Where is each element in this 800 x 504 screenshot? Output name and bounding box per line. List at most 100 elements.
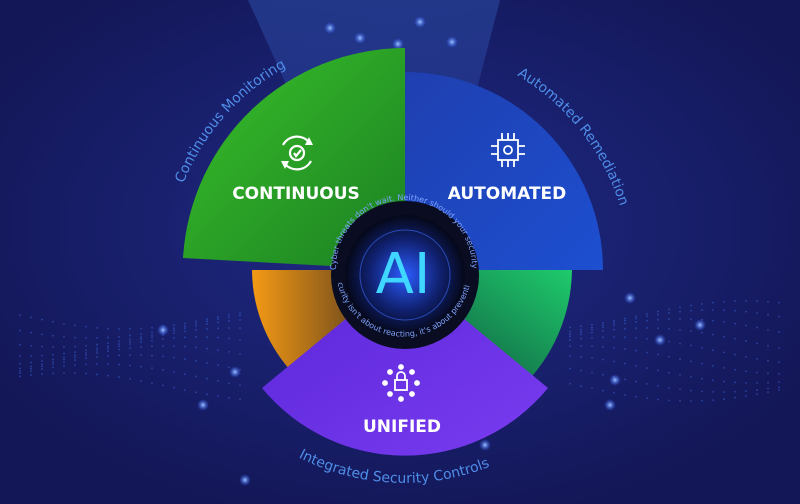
wave-dot [569, 354, 571, 357]
wave-dot [74, 354, 76, 357]
wave-dot [19, 355, 21, 357]
wave-dot [30, 331, 32, 334]
wave-dot [569, 382, 571, 385]
wave-dot [162, 355, 164, 358]
wave-dot [723, 380, 725, 383]
wave-dot [646, 327, 648, 329]
wave-dot [745, 395, 747, 398]
wave-dot [41, 365, 43, 368]
wave-dot [206, 328, 208, 330]
wave-dot [107, 350, 109, 352]
wave-dot [63, 358, 65, 361]
ai-hub-ring [359, 229, 451, 321]
wave-dot [195, 320, 197, 323]
wave-dot [602, 324, 604, 327]
wave-dot [151, 354, 153, 357]
particle-wave [19, 300, 780, 402]
wave-dot [239, 319, 241, 321]
wave-dot [19, 370, 21, 372]
wave-dot [228, 337, 230, 340]
wave-dot [195, 325, 197, 327]
wave-dot [74, 345, 76, 348]
wave-dot [52, 361, 54, 363]
wave-dot [228, 320, 230, 322]
wave-dot [63, 361, 65, 363]
wave-dot [206, 362, 208, 364]
wave-dot [19, 343, 21, 346]
wave-dot [19, 367, 21, 370]
wave-dot [129, 354, 131, 356]
wave-dot [580, 331, 582, 333]
wave-dot [756, 382, 758, 384]
wave-dot [602, 336, 604, 339]
wave-dot [679, 306, 681, 309]
wave-dot [756, 371, 758, 374]
wave-dot [19, 375, 21, 378]
wave-dot [74, 336, 76, 339]
wave-dot [657, 398, 659, 401]
wave-dot [613, 391, 615, 394]
wave-dot [712, 364, 714, 367]
wave-dot [239, 353, 241, 355]
wave-dot [217, 349, 219, 352]
wave-dot [184, 330, 186, 333]
wave-dot [96, 337, 98, 339]
wave-dot [63, 346, 65, 348]
wave-dot [624, 394, 626, 396]
wave-dot [107, 342, 109, 345]
wave-dot [701, 362, 703, 365]
wave-dot [668, 327, 670, 330]
wave-dot [602, 358, 604, 361]
wave-dot [668, 340, 670, 343]
wave-dot [118, 348, 120, 351]
wave-dot [635, 327, 637, 330]
wave-dot [96, 349, 98, 352]
wave-dot [228, 351, 230, 353]
wave-dot [569, 345, 571, 348]
wave-dot [85, 354, 87, 356]
wave-dot [580, 369, 582, 372]
wave-dot [19, 372, 21, 374]
wave-dot [679, 373, 681, 376]
wave-dot [140, 333, 142, 336]
wave-dot [195, 375, 197, 378]
wave-dot [624, 327, 626, 330]
wave-dot [151, 331, 153, 334]
circuit-gear-icon [491, 133, 525, 167]
wave-dot [30, 355, 32, 357]
wave-dot [107, 345, 109, 348]
wave-dot [195, 329, 197, 331]
wave-dot [162, 338, 164, 340]
wave-dot [778, 315, 780, 318]
unified-segment [262, 270, 548, 456]
wave-dot [668, 386, 670, 389]
wave-dot [85, 325, 87, 328]
wave-dot [712, 399, 714, 401]
wave-dot [118, 363, 120, 366]
wave-dot [107, 374, 109, 377]
wave-dot [228, 382, 230, 385]
wave-dot [151, 326, 153, 329]
wave-dot [74, 359, 76, 361]
wave-dot [580, 333, 582, 336]
wave-dot [646, 313, 648, 315]
glow-dot [354, 32, 366, 44]
wave-dot [107, 355, 109, 357]
wave-dot [756, 326, 758, 329]
wave-dot [239, 314, 241, 316]
wave-dot [217, 380, 219, 382]
glow-dot [239, 474, 251, 486]
wave-dot [778, 381, 780, 383]
wave-dot [712, 301, 714, 304]
wave-dot [679, 318, 681, 320]
wave-dot [30, 374, 32, 376]
wave-dot [745, 355, 747, 358]
wave-dot [723, 351, 725, 354]
wave-dot [19, 314, 21, 316]
wave-dot [767, 381, 769, 384]
wave-dot [778, 331, 780, 333]
wave-dot [767, 300, 769, 303]
wave-dot [569, 333, 571, 336]
glow-dot [654, 334, 666, 346]
wave-dot [569, 339, 571, 341]
